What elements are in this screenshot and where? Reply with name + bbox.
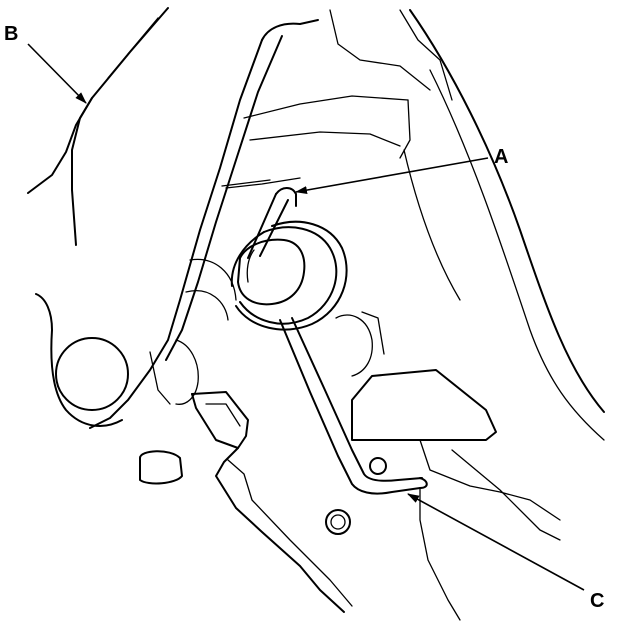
spring-leg-c — [279, 317, 428, 495]
pivot-boss — [35, 258, 237, 427]
mounting-holes — [325, 457, 387, 535]
leader-c — [407, 493, 585, 591]
stopper-block — [335, 311, 561, 621]
leader-b — [27, 43, 87, 104]
housing-cover-b — [27, 7, 169, 246]
callout-a-label: A — [494, 146, 508, 168]
lower-bracket — [139, 391, 353, 613]
callout-c-label: C — [590, 590, 604, 612]
spring-shaft — [237, 238, 306, 306]
pedal-bracket — [89, 9, 453, 429]
right-panel — [403, 9, 605, 441]
return-spring-coil — [230, 220, 348, 331]
spring-hook-a — [221, 179, 297, 259]
leader-a — [295, 157, 489, 195]
callout-b-label: B — [4, 23, 18, 45]
